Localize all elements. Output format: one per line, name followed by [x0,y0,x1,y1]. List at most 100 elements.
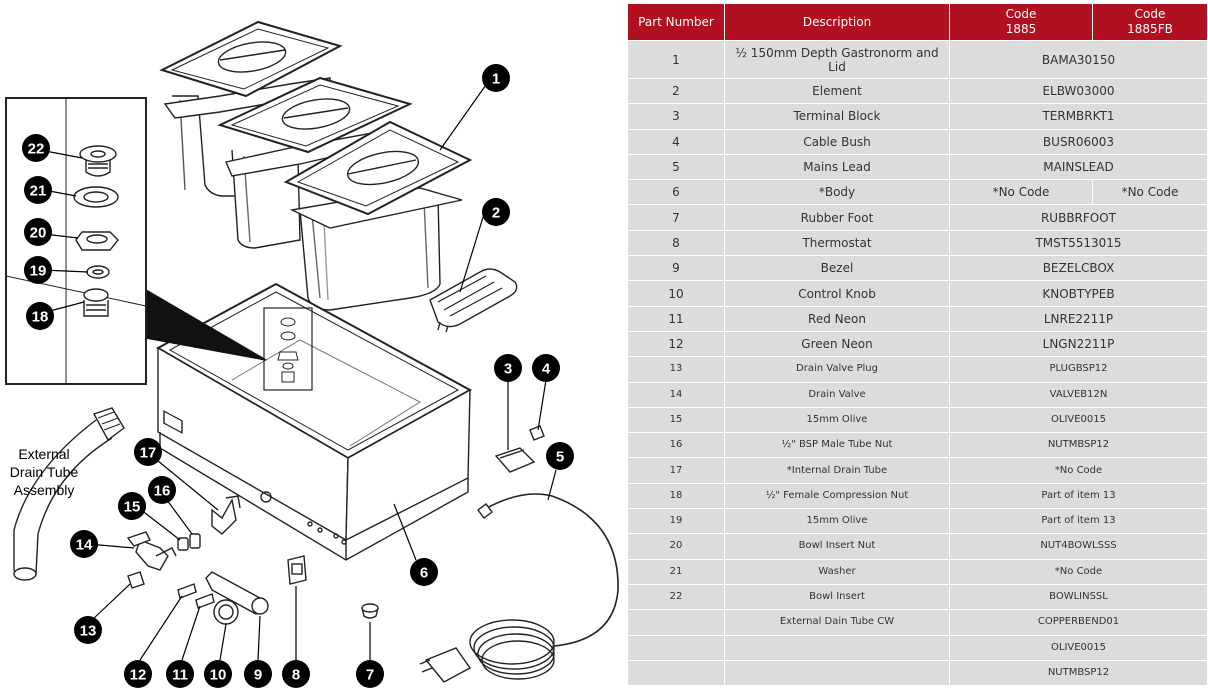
description-cell: ½" Female Compression Nut [724,482,950,510]
code-cell: ELBW03000 [949,77,1208,105]
table-row: 16 ½" BSP Male Tube Nut NUTMBSP12 [627,432,1208,459]
svg-text:External: External [18,446,69,462]
part-number-cell: 11 [627,305,725,332]
table-row: 9 Bezel BEZELCBOX [627,255,1208,282]
header-code-1885: Code 1885 [949,3,1093,41]
code-cell: OLIVE0015 [949,634,1208,661]
svg-text:18: 18 [32,309,49,326]
description-cell: Bowl Insert [724,583,950,611]
description-cell [724,634,950,661]
code-1885fb-cell: *No Code [1092,179,1208,206]
callout-11: 11 [166,660,194,688]
bain-marie-body [155,282,473,561]
gastronorm-lid-front [283,120,473,216]
table-row: 19 15mm Olive Part of item 13 [627,508,1208,535]
svg-text:13: 13 [80,623,97,640]
code-cell: KNOBTYPEB [949,280,1208,307]
table-row: 15 15mm Olive OLIVE0015 [627,406,1208,434]
description-cell: ½" BSP Male Tube Nut [724,432,950,459]
coiled-lead [469,619,555,680]
table-row: 11 Red Neon LNRE2211P [627,305,1208,332]
gastronorm-lid-back [159,20,343,98]
part-number-cell: 22 [627,583,725,611]
table-row: 14 Drain Valve VALVEB12N [627,381,1208,408]
description-cell: 15mm Olive [724,406,950,434]
table-row: 10 Control Knob KNOBTYPEB [627,280,1208,307]
callout-18: 18 [26,302,54,330]
code-cell: LNRE2211P [949,305,1208,332]
table-row: 2 Element ELBW03000 [627,77,1208,105]
svg-text:22: 22 [28,141,45,158]
code-cell: COPPERBEND01 [949,609,1208,636]
code-cell: Part of item 13 [949,508,1208,535]
description-cell: Element [724,77,950,105]
mains-plug [419,647,472,683]
description-cell: External Dain Tube CW [724,609,950,636]
description-cell: Bezel [724,255,950,282]
code-cell: *No Code [949,457,1208,484]
header-description: Description [724,3,950,41]
svg-text:11: 11 [172,667,188,684]
code-cell: BUSR06003 [949,128,1208,155]
table-row: 20 Bowl Insert Nut NUT4BOWLSSS [627,533,1208,560]
code-cell: TMST5513015 [949,229,1208,257]
table-row: NUTMBSP12 [627,659,1208,687]
callout-badges: 1 2 3 4 5 6 7 8 9 10 11 12 13 14 15 16 1… [22,64,574,688]
table-row: 21 Washer *No Code [627,558,1208,585]
part-number-cell: 8 [627,229,725,257]
part-number-cell [627,659,725,687]
svg-text:4: 4 [542,361,551,378]
svg-text:9: 9 [254,667,262,684]
svg-text:19: 19 [30,263,47,280]
part-number-cell [627,634,725,661]
svg-text:7: 7 [366,667,374,684]
callout-4: 4 [532,354,560,382]
callout-16: 16 [148,476,176,504]
table-header-row: Part Number Description Code 1885 Code 1… [627,3,1208,41]
gastronorm-pans [159,20,473,311]
svg-text:21: 21 [30,183,47,200]
description-cell: Control Knob [724,280,950,307]
external-drain-label: External Drain Tube Assembly [10,446,79,498]
callout-21: 21 [24,176,52,204]
svg-text:2: 2 [492,205,500,222]
description-cell: Drain Valve Plug [724,356,950,383]
description-cell: *Body [724,179,950,206]
callout-3: 3 [494,354,522,382]
electrical-components [419,425,619,683]
svg-text:20: 20 [30,225,47,242]
code-cell: PLUGBSP12 [949,356,1208,383]
table-row: External Dain Tube CW COPPERBEND01 [627,609,1208,636]
part-number-cell: 12 [627,330,725,358]
code-cell: BAMA30150 [949,40,1208,79]
table-row: 12 Green Neon LNGN2211P [627,330,1208,358]
table-row: 13 Drain Valve Plug PLUGBSP12 [627,356,1208,383]
description-cell: *Internal Drain Tube [724,457,950,484]
code-cell: OLIVE0015 [949,406,1208,434]
description-cell: Washer [724,558,950,585]
callout-7: 7 [356,660,384,688]
svg-text:12: 12 [130,667,147,684]
code-cell: RUBBRFOOT [949,204,1208,231]
heating-element [429,268,518,333]
callout-15: 15 [118,492,146,520]
drain-valve-assembly [126,495,241,589]
part-number-cell: 15 [627,406,725,434]
part-number-cell: 9 [627,255,725,282]
callout-5: 5 [546,442,574,470]
description-cell: Thermostat [724,229,950,257]
callout-14: 14 [70,530,98,558]
code-1885-cell: *No Code [949,179,1093,206]
callout-19: 19 [24,256,52,284]
description-cell: 15mm Olive [724,508,950,535]
description-cell: Drain Valve [724,381,950,408]
table-row: 3 Terminal Block TERMBRKT1 [627,103,1208,130]
part-number-cell: 10 [627,280,725,307]
svg-text:6: 6 [420,565,428,582]
callout-8: 8 [282,660,310,688]
description-cell: Bowl Insert Nut [724,533,950,560]
part-number-cell: 21 [627,558,725,585]
description-cell: Mains Lead [724,153,950,181]
code-cell: LNGN2211P [949,330,1208,358]
part-number-cell: 19 [627,508,725,535]
